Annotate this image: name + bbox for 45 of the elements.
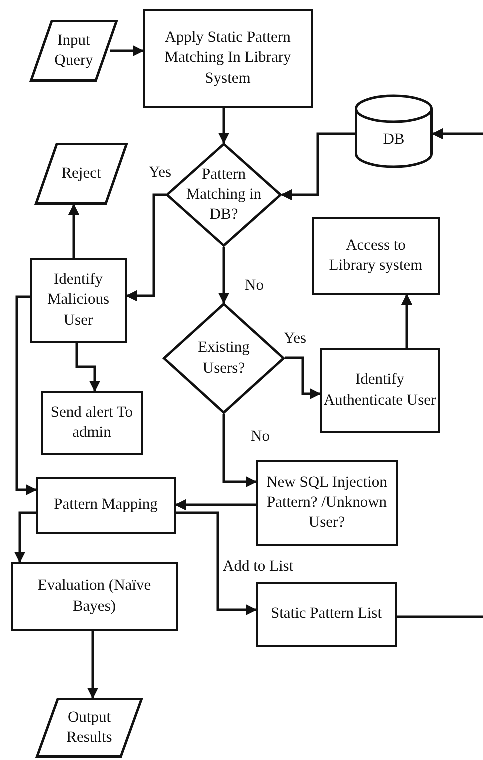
arrow — [401, 294, 413, 348]
process-box — [143, 9, 313, 108]
node-text: Identify Malicious User — [46, 270, 110, 331]
node-text: Reject — [62, 164, 102, 184]
arrow — [14, 512, 36, 564]
node-text: Pattern Mapping — [54, 495, 158, 516]
process-box — [256, 460, 398, 546]
input-parallelogram — [30, 20, 118, 82]
process-box — [30, 258, 127, 343]
arrow — [174, 499, 256, 511]
arrow — [218, 247, 230, 304]
arrow — [218, 108, 230, 144]
arrow — [280, 132, 355, 201]
process-box — [320, 348, 440, 433]
process-box — [256, 582, 397, 647]
node-text: Output Results — [66, 708, 114, 748]
node-text: Evaluation (Naïve Bayes) — [36, 576, 152, 616]
process-box — [11, 562, 178, 631]
arrow — [76, 343, 101, 392]
node-text: Pattern Matching in DB? — [186, 164, 262, 226]
arrow — [222, 414, 258, 488]
database-cylinder — [355, 95, 433, 168]
arrow — [68, 204, 80, 258]
node-text: Access to Library system — [328, 236, 424, 276]
output-parallelogram — [35, 143, 128, 205]
arrow — [110, 45, 144, 57]
node-text: New SQL Injection Pattern? /Unknown User? — [266, 472, 388, 534]
output-parallelogram — [36, 698, 143, 758]
arrow — [285, 356, 322, 400]
process-box — [312, 217, 440, 295]
arrow — [432, 128, 483, 140]
node-text: DB — [383, 130, 405, 150]
node-text: Static Pattern List — [270, 604, 382, 624]
arrow — [87, 631, 99, 700]
decision-diamond — [163, 303, 285, 414]
arrow — [16, 296, 38, 496]
node-text: Existing Users? — [197, 338, 251, 378]
node-text: Input Query — [54, 30, 94, 71]
process-box — [36, 477, 176, 534]
arrow — [176, 512, 258, 616]
node-text: Send alert To admin — [50, 402, 134, 443]
arrow — [126, 194, 166, 302]
node-text: Identify Authenticate User — [322, 370, 438, 410]
process-box — [41, 391, 143, 455]
node-text: Apply Static Pattern Matching In Library System — [164, 28, 292, 89]
